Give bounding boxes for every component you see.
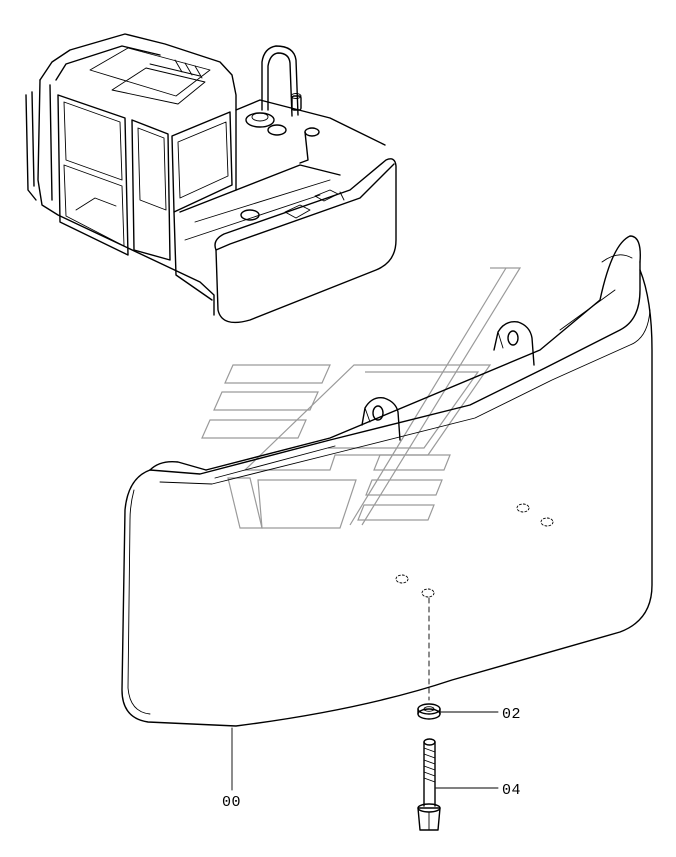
counterweight-illustration [121, 235, 653, 791]
bolt-illustration [417, 738, 499, 831]
excavator-overview-illustration [25, 33, 397, 324]
callout-label-00: 00 [222, 794, 241, 811]
callout-label-02: 02 [502, 706, 521, 723]
logo-watermark [201, 267, 522, 529]
washer-illustration [417, 703, 499, 720]
callout-label-04: 04 [502, 782, 521, 799]
